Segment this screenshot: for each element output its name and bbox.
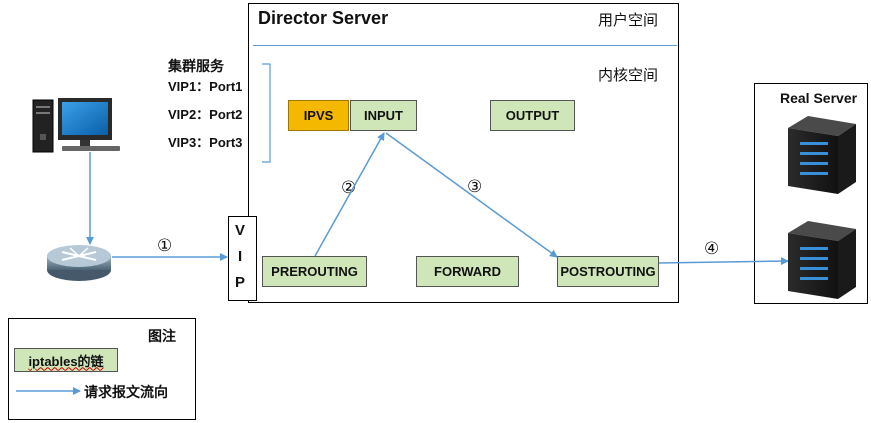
cluster-service-item: VIP1：Port1 [168,79,243,94]
prerouting-to-input-arrow [314,132,385,257]
vip-letter: I [238,248,243,265]
client-computer-icon [32,98,120,153]
forward-chain: FORWARD [416,256,519,287]
ipvs-chain: IPVS [288,100,349,131]
vip-letter: P [235,274,246,291]
director-server-box [248,3,679,303]
legend-arrow-label: 请求报文流向 [84,384,168,400]
step-3-label: ③ [467,177,483,197]
real-server-title: Real Server [780,90,858,106]
cluster-service-title: 集群服务 [168,58,224,74]
input-chain: INPUT [350,100,417,131]
legend-title: 图注 [148,328,176,344]
postrouting-to-realserver-arrow [658,257,789,266]
input-to-postrouting-arrow [385,132,558,258]
user-space-label: 用户空间 [598,12,659,29]
kernel-space-label: 内核空间 [598,67,659,84]
step-4-label: ④ [704,239,720,259]
legend-chain-sample: iptables的链 [14,348,118,372]
director-server-title: Director Server [258,8,389,28]
step-2-label: ② [341,178,357,198]
cluster-service-item: VIP3：Port3 [168,135,243,150]
cluster-bracket [262,63,271,163]
legend-chain-label: iptables的链 [28,353,104,369]
real-server-1-icon [788,116,856,194]
vip-letter: V [235,222,246,239]
space-divider [253,45,677,46]
router-icon [47,245,111,281]
prerouting-chain: PREROUTING [262,256,367,287]
postrouting-chain: POSTROUTING [557,256,659,287]
step-1-label: ① [157,236,173,256]
vip-box [228,216,257,301]
cluster-service-item: VIP2：Port2 [168,107,243,122]
output-chain: OUTPUT [490,100,575,131]
real-server-2-icon [788,221,856,299]
